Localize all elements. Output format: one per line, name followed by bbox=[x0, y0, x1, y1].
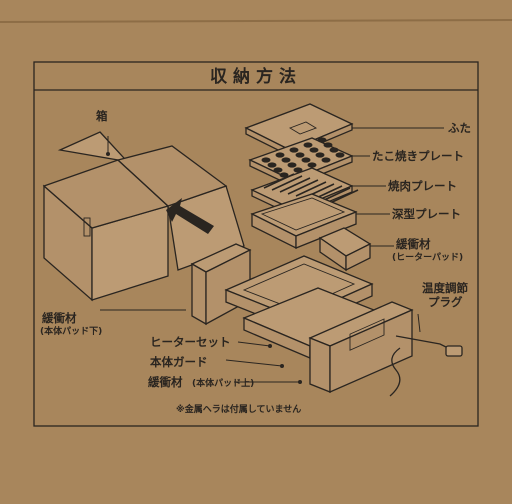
grill-ridge bbox=[295, 181, 327, 197]
lid-label: ふた bbox=[448, 121, 471, 135]
takoyaki-hole bbox=[335, 152, 345, 158]
diagram-frame bbox=[33, 61, 479, 427]
takoyaki-plate-label: たこ焼きプレート bbox=[372, 149, 464, 163]
grill-plate-label: 焼肉プレート bbox=[388, 179, 457, 193]
heater-pad-cushion-sublabel: (ヒーターパッド) bbox=[392, 251, 463, 263]
takoyaki-hole bbox=[307, 162, 317, 168]
body-guard-label: 本体ガード bbox=[150, 355, 208, 369]
top-fold-line bbox=[0, 19, 512, 23]
takoyaki-hole bbox=[273, 167, 283, 173]
takoyaki-hole bbox=[279, 172, 289, 178]
takoyaki-hole bbox=[289, 147, 299, 153]
takoyaki-hole bbox=[321, 157, 331, 163]
grill-ridge bbox=[271, 175, 303, 191]
diagram-title: 収納方法 bbox=[210, 66, 302, 87]
grill-ridge bbox=[327, 189, 359, 205]
takoyaki-hole bbox=[309, 147, 319, 153]
bottom-pad-cushion-label: 緩衝材 bbox=[42, 311, 77, 325]
heater-pad-cushion-label: 緩衝材 bbox=[396, 237, 431, 251]
takoyaki-hole bbox=[287, 162, 297, 168]
deep-plate-illustration bbox=[250, 193, 358, 250]
takoyaki-hole bbox=[329, 147, 339, 153]
takoyaki-hole bbox=[315, 152, 325, 158]
main-body-illustration bbox=[190, 243, 414, 393]
leader-lines bbox=[100, 127, 444, 384]
takoyaki-hole bbox=[317, 137, 327, 143]
takoyaki-hole bbox=[295, 152, 305, 158]
grill-ridge bbox=[279, 177, 311, 193]
temperature-control-label: 温度調節 bbox=[422, 281, 468, 295]
plug-label: プラグ bbox=[428, 295, 463, 309]
heater-set-label: ヒーターセット bbox=[150, 335, 231, 349]
heater-pad-cushion-illustration bbox=[318, 227, 372, 272]
takoyaki-hole bbox=[261, 157, 271, 163]
takoyaki-hole bbox=[293, 167, 303, 173]
takoyaki-hole bbox=[323, 142, 333, 148]
box-illustration bbox=[42, 131, 245, 302]
grill-ridge bbox=[287, 179, 319, 195]
takoyaki-hole bbox=[281, 157, 291, 163]
takoyaki-hole bbox=[301, 157, 311, 163]
top-pad-cushion-sublabel: (本体パッド上) bbox=[192, 377, 254, 389]
box-label: 箱 bbox=[96, 109, 108, 123]
top-pad-cushion-label: 緩衝材 bbox=[148, 375, 183, 389]
spatula-note: ※金属ヘラは付属していません bbox=[176, 403, 301, 415]
grill-ridge bbox=[263, 173, 295, 189]
insert-arrow-icon bbox=[166, 198, 214, 234]
deep-plate-label: 深型プレート bbox=[392, 207, 461, 221]
takoyaki-hole bbox=[275, 152, 285, 158]
temperature-plug-illustration bbox=[389, 335, 463, 397]
bottom-pad-cushion-sublabel: (本体パッド下) bbox=[40, 325, 102, 337]
takoyaki-hole bbox=[267, 162, 277, 168]
takoyaki-hole bbox=[303, 142, 313, 148]
